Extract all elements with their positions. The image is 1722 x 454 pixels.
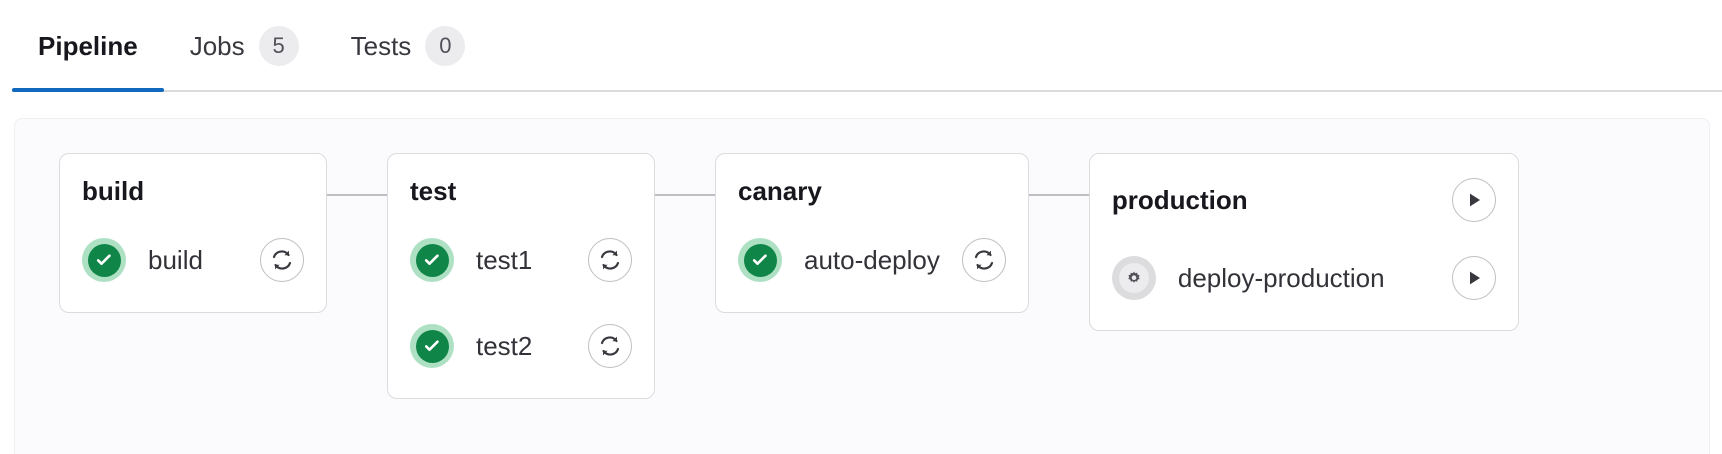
job-name: auto-deploy [804,244,940,275]
job-row[interactable]: test2 [410,316,632,376]
pipeline-stage-test: test test1 [387,153,715,399]
tab-jobs-label: Jobs [189,30,245,61]
job-name: test1 [476,244,533,275]
check-circle-icon [410,324,454,368]
stage-header: production [1112,178,1496,222]
job-name: build [148,244,203,275]
job-row[interactable]: test1 [410,230,632,290]
pipeline-graph-canvas: build build [14,118,1710,454]
retry-icon[interactable] [588,238,632,282]
retry-icon[interactable] [260,238,304,282]
tab-pipeline-label: Pipeline [38,30,138,61]
stage-card[interactable]: build build [59,153,327,313]
job-row[interactable]: auto-deploy [738,230,1006,290]
retry-icon[interactable] [588,324,632,368]
check-circle-icon [82,238,126,282]
check-circle-icon [738,238,782,282]
stage-title: test [410,176,457,206]
stage-connector [1028,194,1089,196]
gear-icon [1111,256,1156,300]
job-row[interactable]: deploy-production [1111,248,1496,308]
stage-title: production [1111,185,1248,215]
stage-header: canary [738,178,1006,204]
stage-title: canary [738,176,822,206]
stage-connector [327,194,387,196]
tab-tests-badge: 0 [425,26,466,66]
check-circle-icon [410,238,454,282]
job-name: deploy-production [1177,262,1385,293]
pipeline-stage-production: production [1088,153,1519,331]
tab-tests[interactable]: Tests 0 [325,0,492,92]
pipeline-stage-canary: canary auto-deploy [715,153,1089,313]
pipeline-stage-list: build build [59,153,1519,399]
pipeline-tab-bar: Pipeline Jobs 5 Tests 0 [0,0,1722,92]
pipeline-stage-build: build build [59,153,387,313]
tab-jobs-badge: 5 [258,26,299,66]
stage-header: test [410,178,632,204]
play-icon[interactable] [1451,178,1496,222]
job-row[interactable]: build [82,230,304,290]
stage-card[interactable]: production [1088,153,1519,331]
stage-title: build [82,176,145,206]
stage-card[interactable]: canary auto-deploy [715,153,1029,313]
retry-icon[interactable] [961,238,1006,282]
stage-connector [655,194,715,196]
stage-card[interactable]: test test1 [387,153,655,399]
play-icon[interactable] [1451,256,1496,300]
tab-tests-label: Tests [350,30,412,61]
job-name: test2 [476,330,533,361]
stage-header: build [82,178,304,204]
tab-pipeline[interactable]: Pipeline [12,0,164,92]
tab-jobs[interactable]: Jobs 5 [164,0,325,92]
